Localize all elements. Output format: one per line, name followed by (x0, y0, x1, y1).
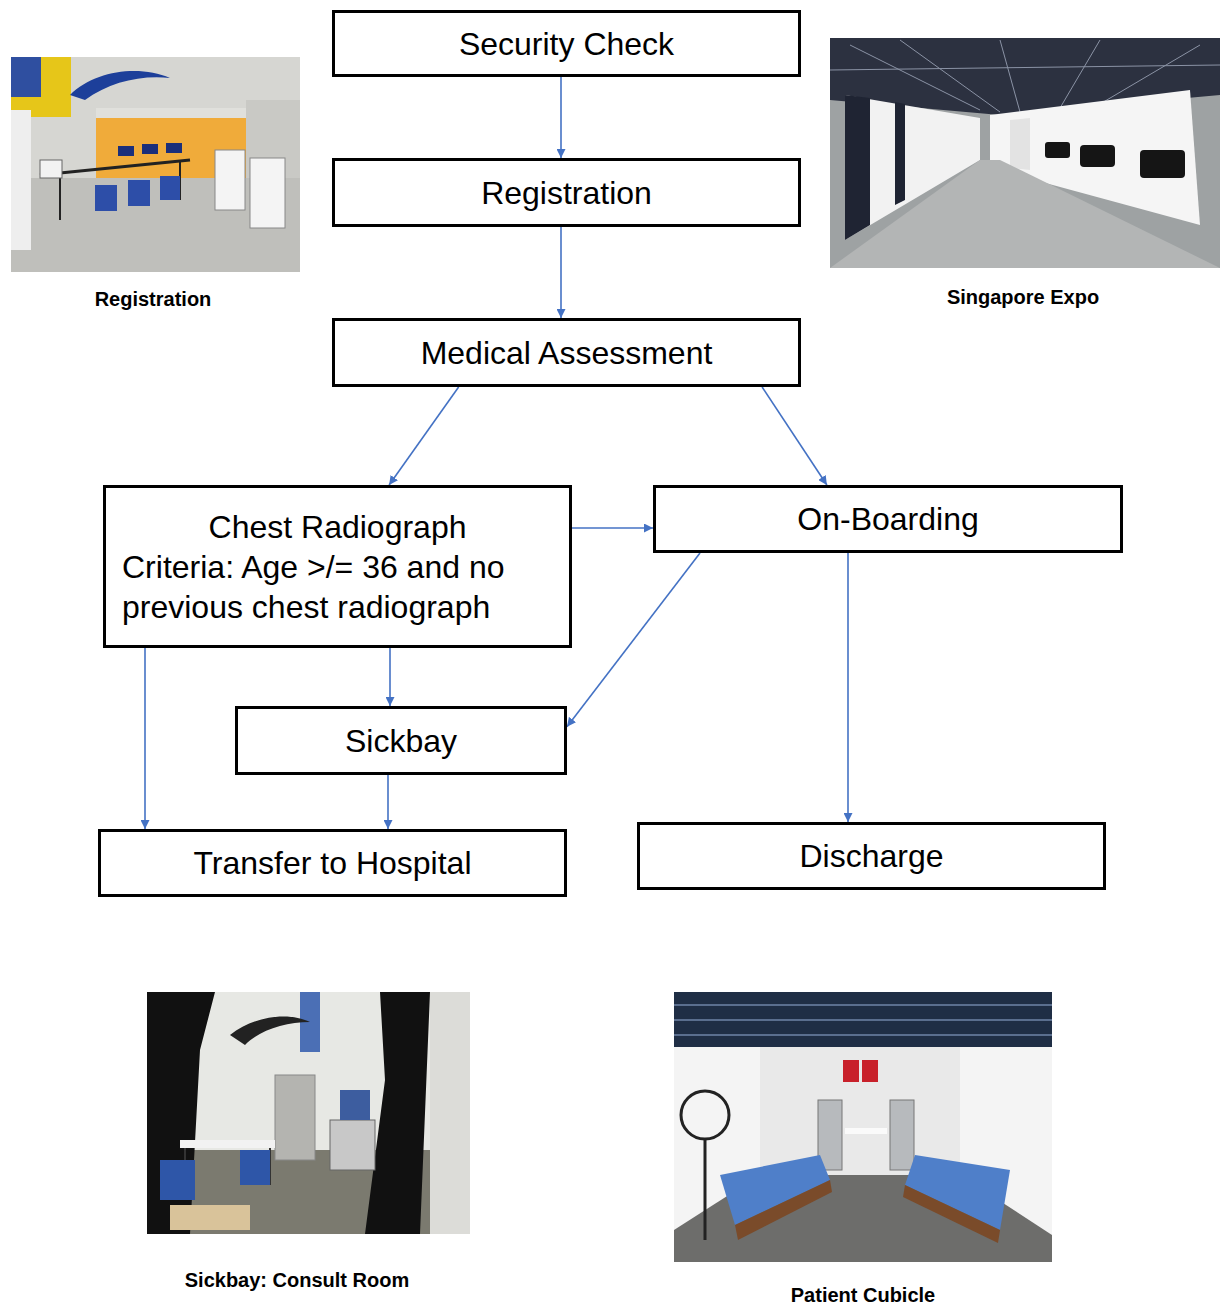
flow-arrow (560, 77, 562, 158)
photo-caption: Singapore Expo (947, 286, 1099, 309)
box-title: Sickbay (254, 721, 548, 761)
photo-caption: Patient Cubicle (791, 1284, 935, 1307)
registration-photo (11, 57, 300, 272)
flow-arrow (762, 387, 827, 485)
box-title: Discharge (656, 836, 1087, 876)
photo-caption: Sickbay: Consult Room (185, 1269, 409, 1292)
box-title: Security Check (351, 24, 782, 64)
box-title: Registration (351, 173, 782, 213)
patient-cubicle-photo (674, 992, 1052, 1262)
flow-arrow (847, 553, 849, 822)
flow-arrow (572, 527, 653, 529)
flow-arrow (144, 648, 146, 829)
expo-hall-photo (830, 38, 1220, 268)
flow-arrow (389, 648, 391, 706)
box-note: Criteria: Age >/= 36 and no previous che… (122, 547, 553, 627)
flow-arrow (560, 227, 562, 318)
process-box: Registration (332, 158, 801, 227)
process-box: Medical Assessment (332, 318, 801, 387)
box-title: Chest Radiograph (122, 507, 553, 547)
flow-arrow (567, 553, 700, 727)
process-box: On-Boarding (653, 485, 1123, 553)
process-box: Security Check (332, 10, 801, 77)
process-box: Transfer to Hospital (98, 829, 567, 897)
sickbay-photo (147, 992, 470, 1234)
process-box: Discharge (637, 822, 1106, 890)
photo-caption: Registration (95, 288, 212, 311)
box-title: Medical Assessment (351, 333, 782, 373)
flow-arrow (389, 387, 459, 485)
process-box: Chest RadiographCriteria: Age >/= 36 and… (103, 485, 572, 648)
box-title: Transfer to Hospital (117, 843, 548, 883)
flow-arrow (387, 775, 389, 829)
box-title: On-Boarding (672, 499, 1104, 539)
process-box: Sickbay (235, 706, 567, 775)
